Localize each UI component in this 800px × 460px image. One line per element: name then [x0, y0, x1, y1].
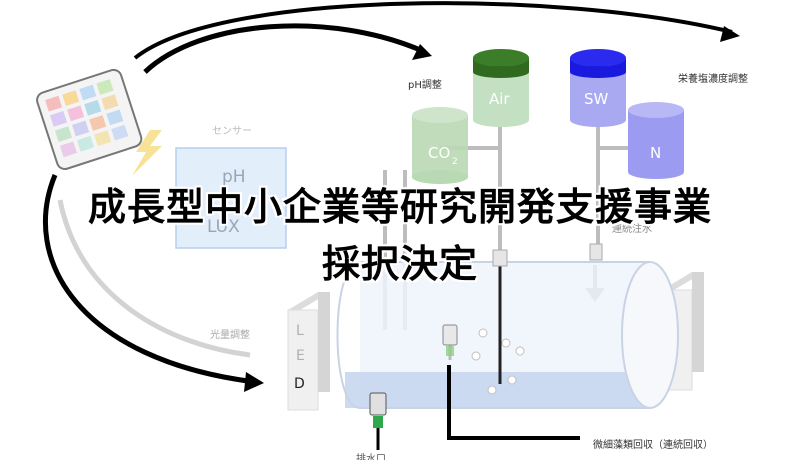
- air-tank: Air: [473, 49, 529, 127]
- lightning-icon: [132, 130, 162, 176]
- air-tank-label: Air: [489, 90, 510, 108]
- sw-tank-label: SW: [584, 90, 609, 108]
- microalgae-recovery-label: 微細藻類回収（連続回収）: [593, 438, 713, 451]
- ph-adjust-label: pH調整: [408, 78, 442, 91]
- arrow-head-light: [244, 372, 264, 392]
- continuous-injection-label: 連続注水: [612, 222, 652, 235]
- arrow-phone-to-ph: [143, 23, 427, 74]
- light-adjust-label: 光量調整: [210, 328, 250, 341]
- air-nozzle-icon: [492, 249, 508, 267]
- co2-tank-label: CO: [428, 144, 450, 162]
- led-left-d: D: [294, 376, 305, 392]
- co2-tank-subscript: 2: [452, 157, 458, 167]
- drain-label: 排水口: [356, 452, 386, 460]
- cultivation-tank: [336, 261, 679, 409]
- sensor-lux-text: LUX: [207, 217, 240, 237]
- sensor-ph-text: pH: [222, 167, 246, 187]
- headline-line-1: 成長型中小企業等研究開発支援事業: [87, 184, 712, 229]
- led-panel-left: L E D: [287, 292, 330, 411]
- probe-sensor-icon: [442, 324, 458, 360]
- sw-tank: SW: [570, 49, 626, 127]
- arrow-sensor-return: [57, 199, 251, 358]
- injection-nozzle-icon: [589, 243, 603, 261]
- led-left-e: E: [296, 348, 305, 364]
- n-tank: N: [628, 102, 684, 179]
- arrow-head-nutrient: [720, 26, 740, 42]
- co2-tank: CO 2: [412, 107, 468, 184]
- arrow-head-ph: [412, 44, 432, 60]
- led-left-l: L: [296, 323, 304, 339]
- sensor-label: センサー: [212, 125, 252, 137]
- recovery-line: [447, 365, 580, 440]
- smartphone-icon: [36, 68, 143, 171]
- drain-sensor-icon: [369, 392, 387, 450]
- arrow-phone-to-nutrient: [133, 1, 733, 60]
- sensor-box: [175, 147, 287, 249]
- arrow-phone-to-light: [43, 174, 256, 385]
- nutrient-adjust-label: 栄養塩濃度調整: [678, 72, 748, 85]
- n-tank-label: N: [650, 144, 661, 162]
- headline-line-2: 採択決定: [321, 241, 478, 286]
